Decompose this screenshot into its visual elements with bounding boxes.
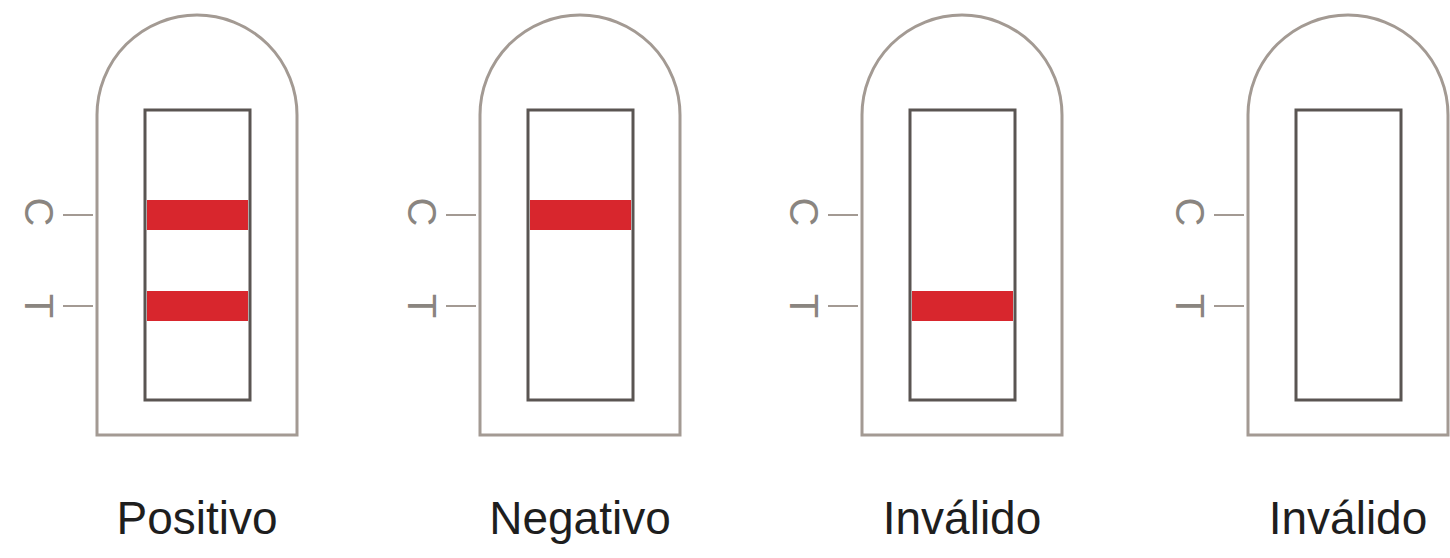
position-tick [63,305,93,307]
position-tick [828,214,858,216]
result-window [528,110,633,400]
result-caption: Positivo [27,490,367,546]
control-line-letter: C [1170,198,1210,227]
position-tick [446,214,476,216]
result-window [910,110,1015,400]
test-line-letter: T [19,294,59,318]
result-window [145,110,250,400]
control-line-letter: C [19,198,59,227]
position-tick [828,305,858,307]
result-band [912,291,1013,321]
test-cassette: CTPositivo [27,0,367,558]
test-cassette: CTInválido [1178,0,1450,558]
result-window [1296,110,1401,400]
result-band [530,200,631,230]
position-tick [1214,214,1244,216]
test-line-letter: T [1170,294,1210,318]
position-tick [63,214,93,216]
cassette-outline [792,0,1132,558]
cassette-body [1248,15,1448,435]
test-cassette: CTNegativo [410,0,750,558]
position-tick [1214,305,1244,307]
result-band [147,291,248,321]
cassette-outline [27,0,367,558]
test-line-letter: T [784,294,824,318]
control-line-letter: C [784,198,824,227]
cassette-body [97,15,297,435]
control-line-letter: C [402,198,442,227]
cassette-outline [1178,0,1450,558]
result-caption: Inválido [1178,490,1450,546]
result-band [147,200,248,230]
cassette-outline [410,0,750,558]
test-line-letter: T [402,294,442,318]
position-tick [446,305,476,307]
result-caption: Inválido [792,490,1132,546]
test-cassette: CTInválido [792,0,1132,558]
result-caption: Negativo [410,490,750,546]
cassette-body [480,15,680,435]
cassette-body [862,15,1062,435]
